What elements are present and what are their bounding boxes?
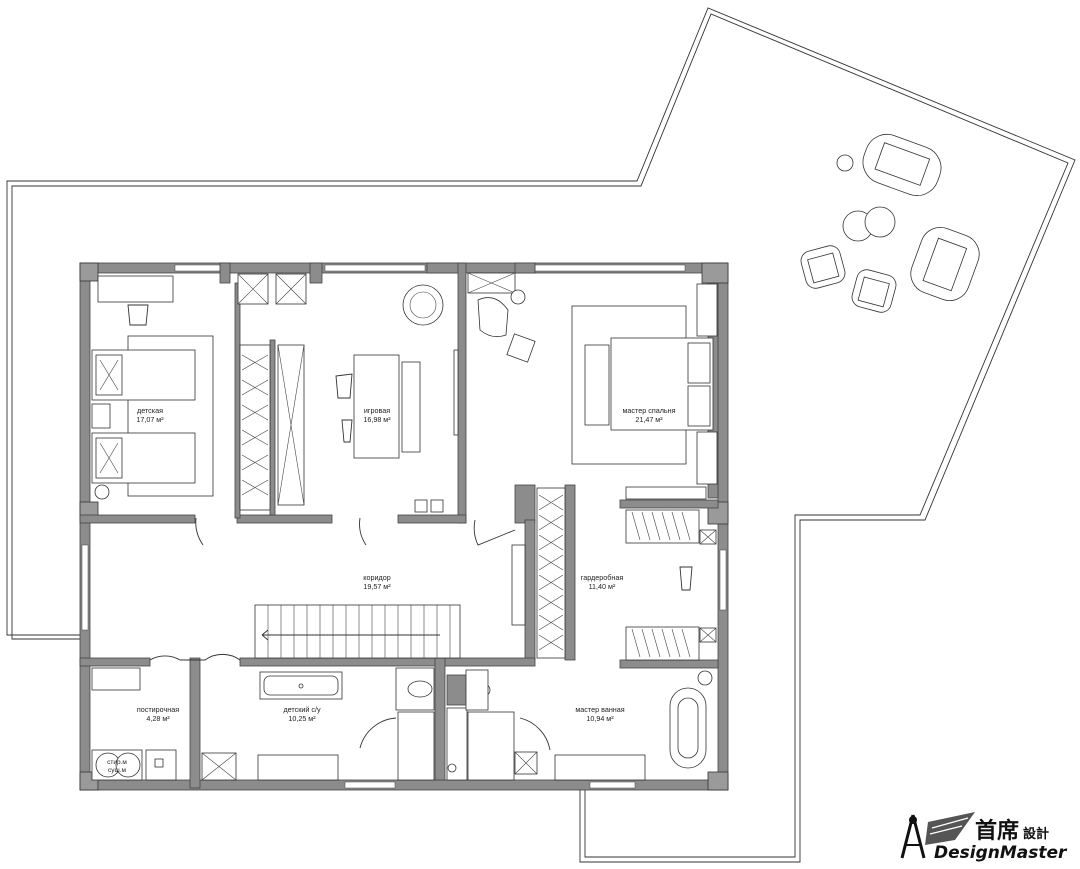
room-area-master-bedroom: 21,47 м² — [635, 415, 663, 424]
terrace-furniture — [800, 133, 980, 313]
room-area-corridor: 19,57 м² — [363, 582, 391, 591]
compass-logo-icon — [900, 812, 975, 859]
kids-bathroom-furniture — [201, 667, 551, 781]
designmaster-logo: 首席 設計 DesignMaster — [900, 812, 1068, 863]
logo-chinese: 首席 — [975, 818, 1019, 844]
washer-label: стир.м — [107, 759, 127, 766]
room-name-kids-bathroom: детский с/у — [283, 705, 321, 714]
room-labels: детская 17,07 м² игровая 16,98 м² мастер… — [107, 406, 675, 774]
corridor-stairs — [149, 517, 526, 661]
dryer-label: суш.м — [108, 767, 127, 774]
interior-walls — [79, 262, 719, 789]
room-name-master-bedroom: мастер спальня — [622, 406, 675, 415]
logo-latin: DesignMaster — [934, 843, 1068, 863]
room-name-laundry: постирочная — [137, 705, 179, 714]
room-area-kids: 17,07 м² — [136, 415, 164, 424]
wardrobe-furniture — [536, 486, 717, 661]
room-area-master-bathroom: 10,94 м² — [586, 714, 614, 723]
room-name-wardrobe: гардеробная — [581, 573, 624, 582]
room-area-kids-bathroom: 10,25 м² — [288, 714, 316, 723]
room-name-kids: детская — [137, 406, 163, 415]
laundry-furniture — [91, 667, 177, 781]
room-name-corridor: коридор — [363, 573, 390, 582]
room-name-master-bathroom: мастер ванная — [575, 705, 624, 714]
master-bedroom-furniture — [467, 272, 718, 485]
room-area-play: 16,98 м² — [363, 415, 391, 424]
terrace-outline — [6, 7, 1076, 863]
logo-chinese-small: 設計 — [1023, 826, 1049, 842]
room-area-wardrobe: 11,40 м² — [589, 582, 616, 591]
master-bathroom-furniture — [514, 670, 713, 781]
room-name-play: игровая — [364, 406, 390, 415]
room-area-laundry: 4,28 м² — [146, 714, 170, 723]
kids-room-furniture — [91, 275, 214, 500]
play-room-furniture — [237, 273, 459, 513]
